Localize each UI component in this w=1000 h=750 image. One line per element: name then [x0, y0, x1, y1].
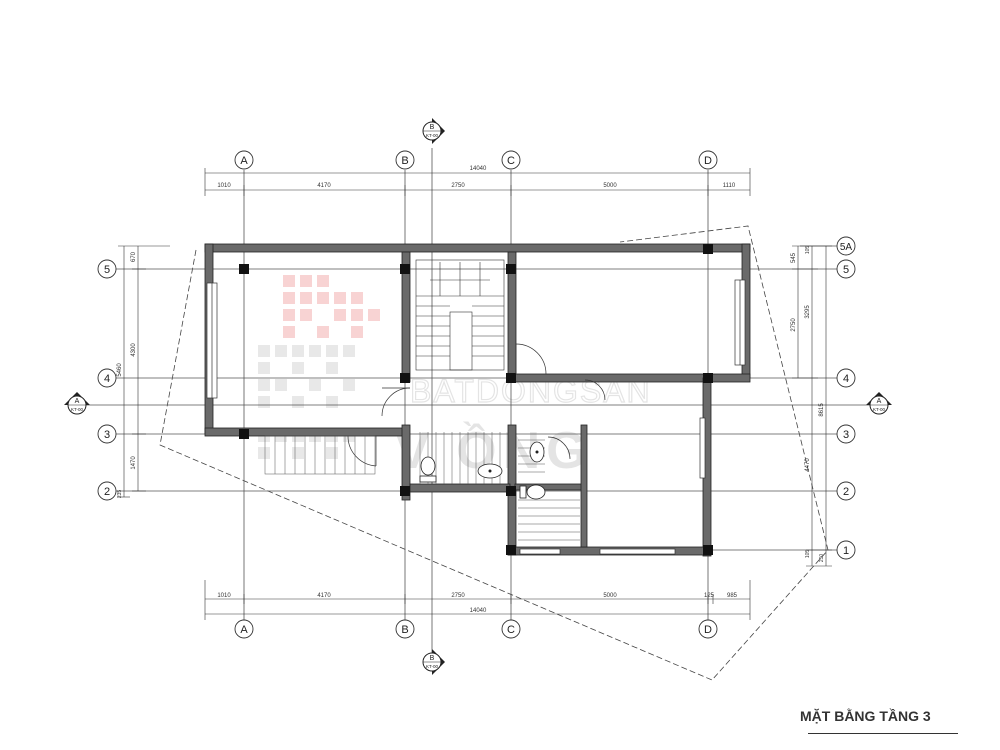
watermark-gray-grid [258, 345, 355, 459]
section-right-sheet: KT-00 [873, 407, 886, 412]
dim-top-seg-1: 1010 [217, 183, 231, 189]
dimension-left [118, 245, 170, 498]
dim-right-inner: 4470 [805, 458, 811, 472]
dim-right-seg-3: 105 [805, 246, 811, 255]
grid-label-row2-left: 2 [104, 486, 110, 498]
grid-row-bubbles-right: 5A 5 4 3 2 1 [836, 236, 856, 560]
dim-right-seg-4: 105 [805, 550, 811, 559]
section-left-sheet: KT-00 [71, 407, 84, 412]
dim-bottom-seg-1: 1010 [217, 593, 231, 599]
dim-left-seg-1: 670 [131, 251, 137, 262]
toilet-2 [519, 484, 546, 500]
balcony-hatch [264, 435, 376, 475]
dim-left-seg-2: 1470 [131, 456, 137, 470]
section-right-letter: A [877, 398, 882, 405]
doors [347, 343, 606, 467]
dimension-top [204, 168, 751, 196]
grid-label-a-top: A [240, 155, 248, 167]
dim-top-seg-2: 4170 [317, 183, 331, 189]
section-marker-top: B KT-00 [422, 118, 445, 144]
structural-columns [239, 244, 713, 555]
section-top-sheet: KT-00 [426, 133, 439, 138]
dim-left-seg-3: 235 [117, 490, 123, 499]
grid-label-row2-right: 2 [843, 486, 849, 498]
dim-bottom-seg-5: 125 [704, 593, 715, 599]
section-bottom-sheet: KT-00 [426, 664, 439, 669]
dim-top-total: 14040 [470, 166, 487, 172]
grid-label-d-bottom: D [704, 624, 712, 636]
grid-label-b-bottom: B [401, 624, 408, 636]
dim-left-outer: 5460 [117, 363, 123, 377]
sink-1 [477, 463, 503, 479]
section-marker-bottom: B KT-00 [422, 649, 445, 675]
grid-label-row3-right: 3 [843, 429, 849, 441]
section-top-letter: B [430, 124, 435, 131]
sink-2 [529, 441, 545, 463]
dimension-bottom [204, 580, 751, 620]
watermark-red-grid [283, 275, 380, 338]
grid-label-row1-right: 1 [843, 545, 849, 557]
grid-column-bubbles-top: A B C D [234, 150, 718, 170]
section-marker-right: A KT-00 [866, 392, 892, 415]
dim-right-seg-2: 2750 [791, 318, 797, 332]
grid-label-row5-left: 5 [104, 264, 110, 276]
site-boundary [159, 225, 829, 681]
grid-label-c-bottom: C [507, 624, 515, 636]
grid-row-bubbles-left: 5 4 3 2 [97, 259, 117, 501]
dim-right-mid: 3295 [805, 305, 811, 319]
dim-top-seg-3: 2750 [451, 183, 465, 189]
grid-column-bubbles-bottom: A B C D [234, 619, 718, 639]
dim-bottom-seg-2: 4170 [317, 593, 331, 599]
grid-label-row4-left: 4 [104, 373, 110, 385]
grid-label-row5-right: 5 [843, 264, 849, 276]
dim-bottom-seg-6: 985 [727, 593, 738, 599]
dim-bottom-seg-3: 2750 [451, 593, 465, 599]
grid-label-d-top: D [704, 155, 712, 167]
grid-label-c-top: C [507, 155, 515, 167]
grid-label-row5a-right: 5A [840, 242, 853, 253]
section-bottom-letter: B [430, 655, 435, 662]
staircase [415, 259, 505, 371]
dim-left-inner: 4300 [131, 343, 137, 357]
dim-top-seg-5: 1110 [723, 183, 736, 189]
grid-label-b-top: B [401, 155, 408, 167]
section-left-letter: A [75, 398, 80, 405]
dim-right-outer: 8615 [819, 403, 825, 417]
title-underline [808, 733, 958, 734]
toilet-1 [419, 456, 437, 483]
dimension-right [792, 245, 832, 567]
dim-right-seg-1: 545 [791, 252, 797, 263]
dim-bottom-total: 14040 [470, 608, 487, 614]
dim-right-seg-5: 250 [819, 554, 825, 563]
section-marker-left: A KT-00 [64, 392, 90, 415]
grid-label-row4-right: 4 [843, 373, 849, 385]
dim-bottom-seg-4: 5000 [603, 593, 617, 599]
windows [206, 279, 746, 555]
drawing-title: MẶT BẰNG TẦNG 3 [800, 708, 931, 724]
grid-label-row3-left: 3 [104, 429, 110, 441]
dim-top-seg-4: 5000 [603, 183, 617, 189]
grid-label-a-bottom: A [240, 624, 248, 636]
